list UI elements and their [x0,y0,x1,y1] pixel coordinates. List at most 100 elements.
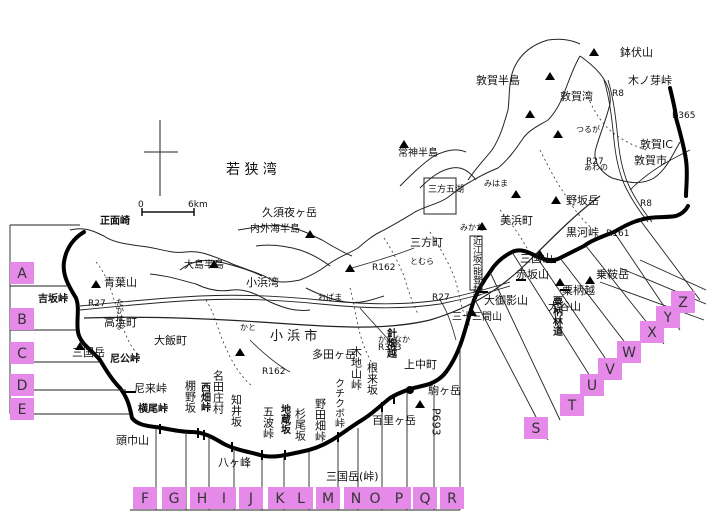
national-route-r8 [603,79,653,223]
label-hakka: 八ヶ峰 [218,456,251,469]
marker-box [560,394,584,416]
label-obama-bay: 小浜湾 [246,275,279,289]
marker-label: A [17,266,27,282]
marker-box [598,358,622,380]
label-hyakuri: 百里ヶ岳 [372,414,416,427]
label-kuroko: 黒河峠 [566,225,599,239]
peak-icon [415,400,425,408]
label-r8-south: R8 [640,199,652,209]
peak-icon [345,264,355,272]
label-mihama-town: 美浜町 [500,214,533,227]
marker-box [162,487,186,509]
marker-label: T [567,398,577,414]
scale-max: 6km [188,200,208,210]
compass-cross [144,120,178,196]
label-niyama: 尼公峠 [110,352,140,365]
label-sanjusangen: 三十三間山 [452,310,502,323]
label-r27-tsuruga: R27 [586,157,604,167]
label-aoba: 青葉山 [104,275,137,289]
marker-box [413,487,437,509]
label-mikuni-dake-w: 三国岳 [72,346,105,359]
route-marker-h: H [190,487,214,509]
marker-box [239,487,263,509]
marker-box [671,291,695,313]
peak-icon [551,196,561,204]
label-oshima: 大島半島 [184,258,224,271]
marker-box [10,308,34,330]
peak-icon [209,260,219,268]
marker-box [524,417,548,439]
route-marker-c: C [10,342,34,364]
label-mikata-kana: みかた [460,223,484,232]
label-sugio: 杉尾坂 [294,407,307,442]
label-oi-town: 大飯町 [154,333,187,347]
label-kaminaka: 上中町 [404,358,437,371]
marker-label: W [622,345,636,361]
label-shomen-saki: 正面崎 [100,214,130,227]
peak-icon [305,230,315,238]
marker-label: F [141,491,149,507]
route-marker-l: L [289,487,313,509]
marker-label: Z [678,295,688,311]
label-hari: 針畑越 [385,327,398,359]
label-tada: 多田ヶ岳 [312,347,356,361]
summit-dot [406,386,414,394]
marker-label: X [647,325,657,341]
marker-box [10,398,34,420]
marker-label: R [447,491,457,507]
label-takahama-kana: たかはま [116,298,125,330]
label-mihama-kana: みはま [484,179,508,188]
route-marker-i: I [212,487,236,509]
label-tokoyama: 頭巾山 [116,433,149,447]
scale-zero: 0 [138,200,144,210]
marker-label: H [197,491,208,507]
label-chii: 知井坂 [230,393,243,428]
peak-icon [535,250,545,258]
label-neko: 根来坂 [366,361,379,396]
label-r162-south: R162 [262,367,285,377]
sea-label: 若 狭 湾 [226,161,277,178]
label-tsuruga-kana: つるが [576,124,600,134]
label-jizaka: 地蔵坂 [279,403,291,435]
marker-box [268,487,292,509]
peak-icon [477,222,487,230]
route-marker-v: V [598,358,622,380]
marker-box [289,487,313,509]
label-tsuruga-city: 敦賀市 [634,153,667,167]
peak-icon [467,308,477,316]
label-kamimo-kana: かみなか [378,335,410,344]
label-mikuni-yama: 三国山 [520,252,553,265]
route-marker-k: K [268,487,292,509]
label-hachibuse: 鉢伏山 [620,45,653,59]
national-route-r27 [79,281,511,311]
label-mikata-goko: 三方五湖 [428,183,464,195]
route-marker-j: J [239,487,263,509]
peak-icon [553,130,563,138]
route-marker-r: R [440,487,464,509]
label-r27-west: R27 [88,299,106,309]
label-goshotoge: 五波峠 [262,406,275,440]
mountain-peaks [75,48,599,408]
route-marker-b: B [10,308,34,330]
route-marker-s: S [524,417,548,439]
label-kato-kana: かと [240,323,256,332]
label-kuchikubo: クチクボ峠 [333,378,345,429]
label-tsuruga-peninsula: 敦賀半島 [476,73,520,87]
marker-label: V [605,362,615,378]
marker-label: E [18,402,27,418]
peak-icon [75,342,85,350]
route-marker-w: W [617,341,641,363]
label-mikunidake-toge: 三国岳(峠) [326,469,379,483]
label-obama-city: 小 浜 市 [270,328,317,344]
scale-bar [141,208,195,216]
peak-icon [511,190,521,198]
label-awanogoe: 粟柄越 [562,283,595,297]
marker-label: Q [419,491,430,507]
marker-label: G [169,491,180,507]
label-yoshizaka: 吉坂峠 [38,292,68,305]
place-labels: 若 狭 湾 敦賀半島 敦賀湾 敦賀市 敦賀IC つるが 木ノ芽峠 鉢伏山 常神半… [38,45,695,483]
label-nodahata: 野田畑峠 [314,398,327,443]
marker-label: D [17,378,28,394]
